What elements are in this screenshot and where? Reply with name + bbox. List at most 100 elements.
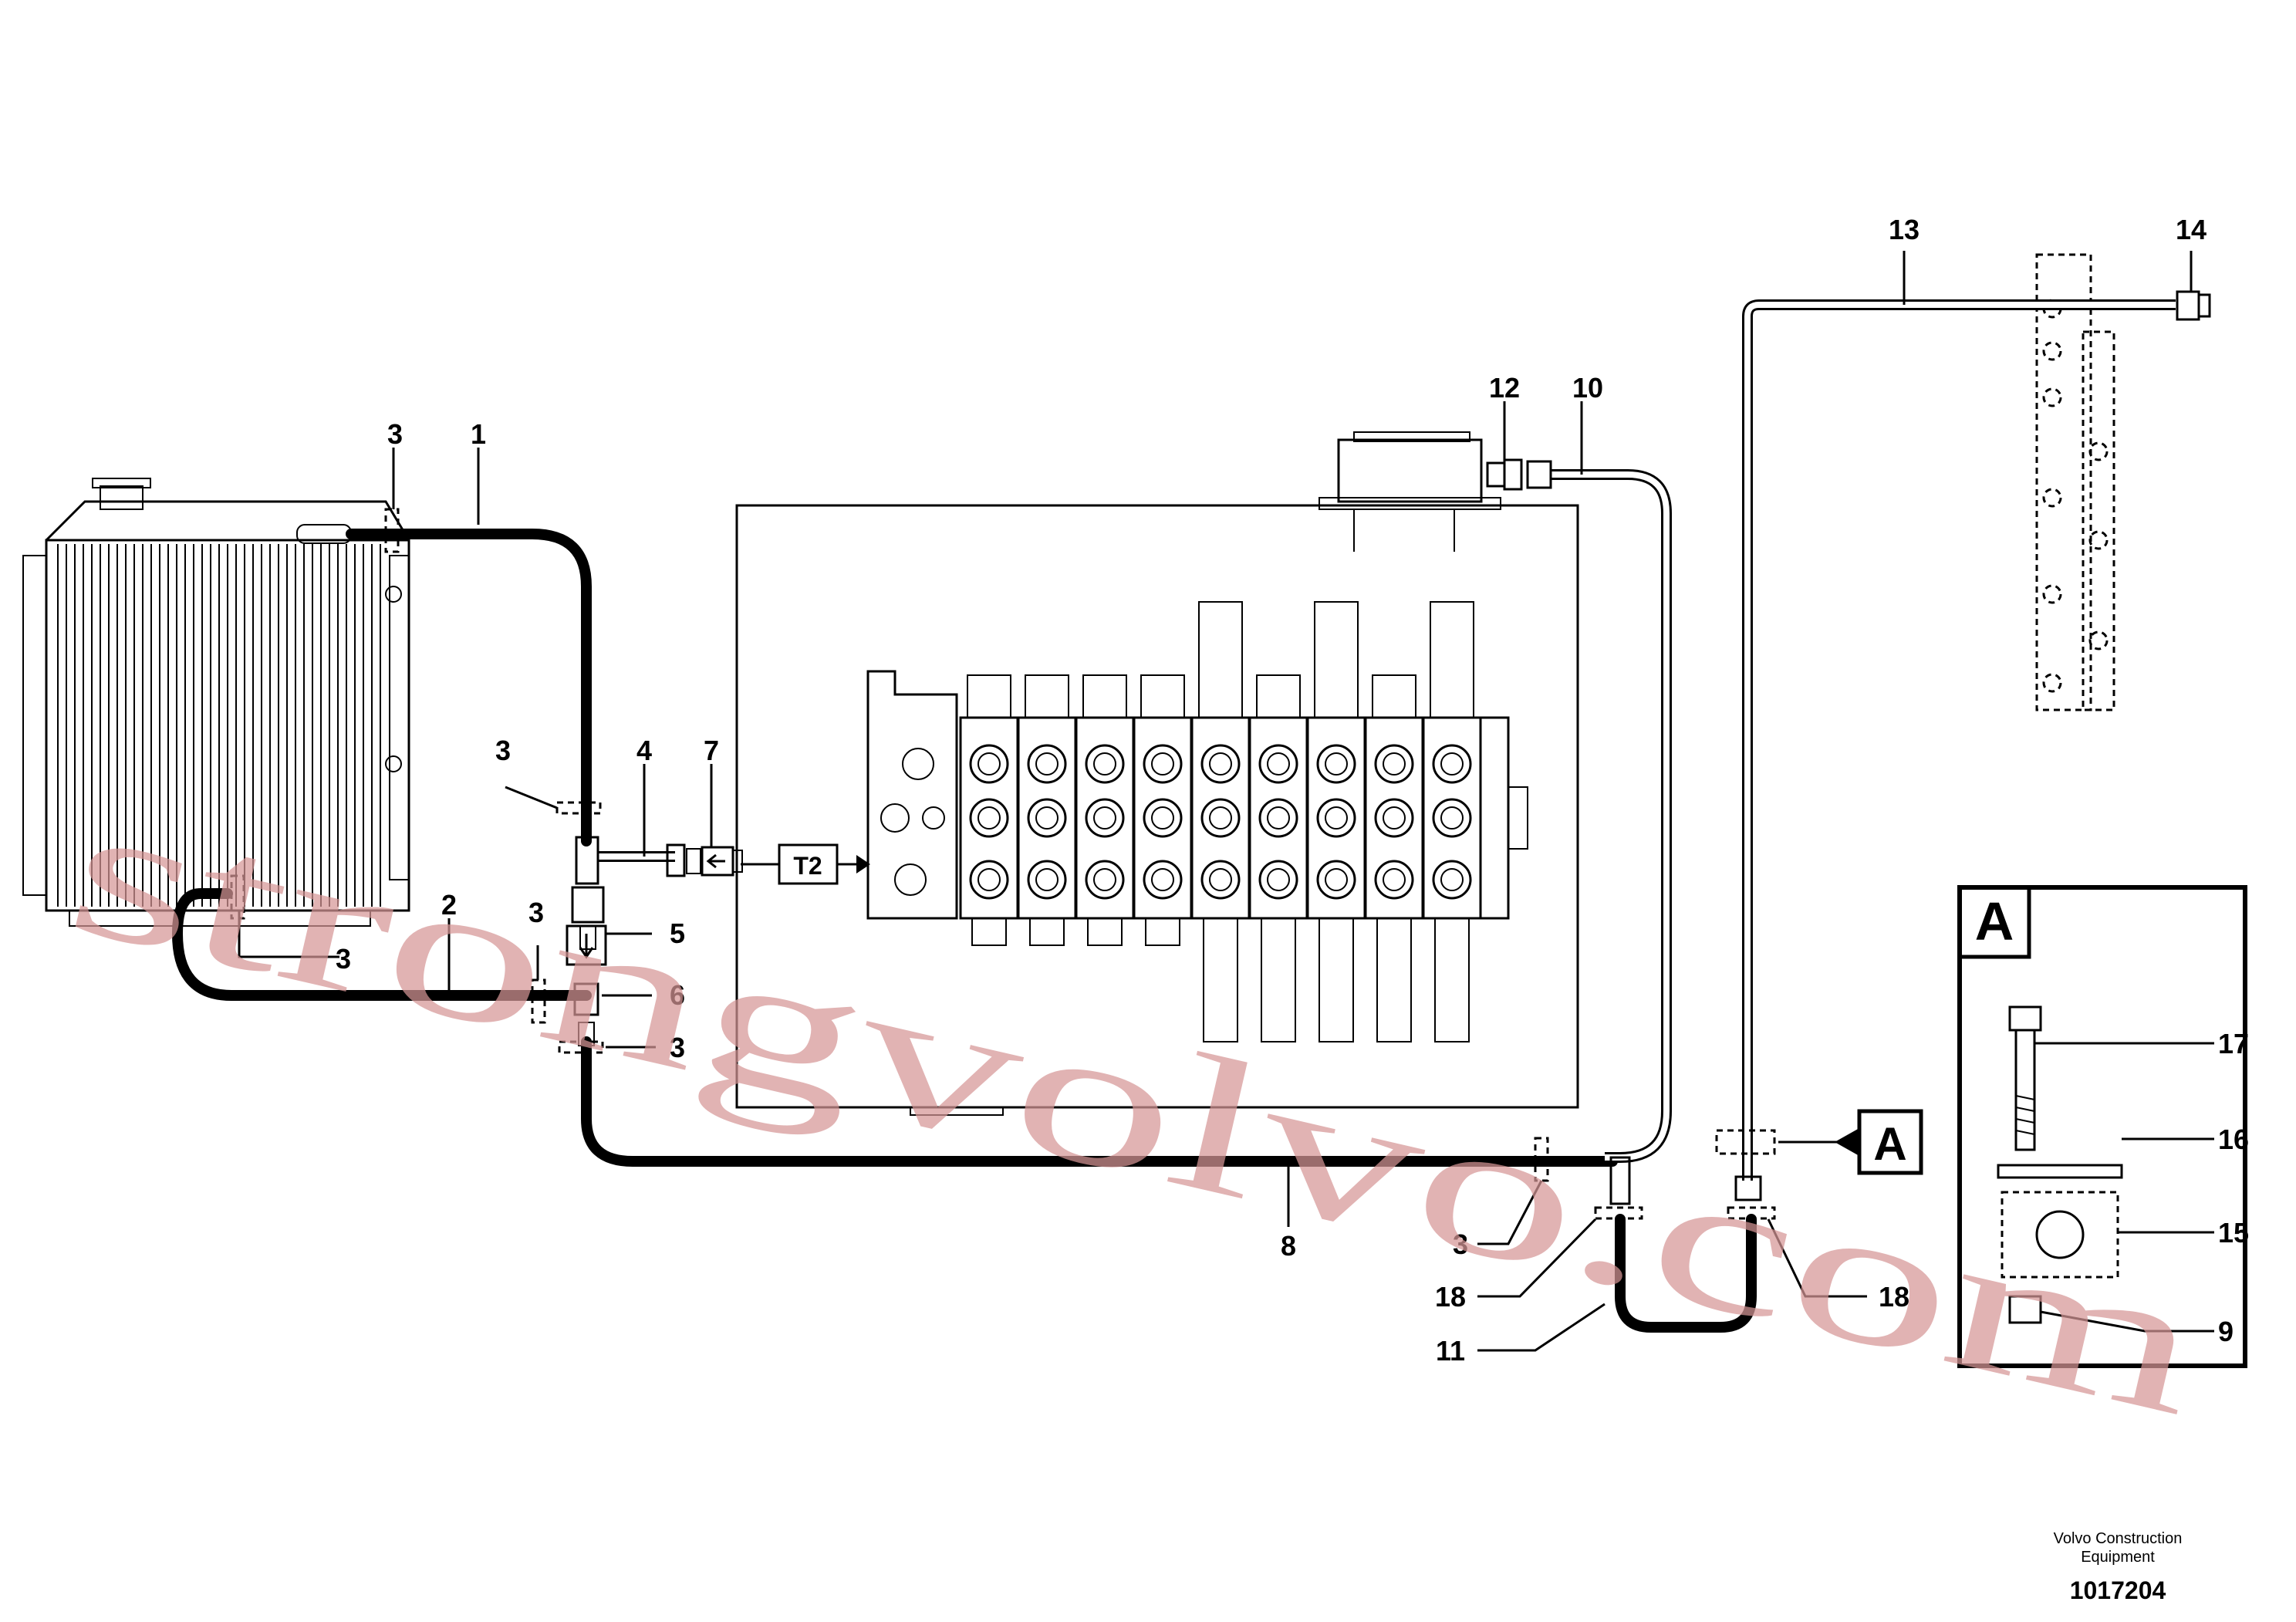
valve-port — [1085, 744, 1125, 784]
callout-1: 1 — [471, 418, 486, 450]
valve-sections — [959, 601, 1482, 1042]
valve-port — [969, 798, 1009, 838]
callout-10: 10 — [1572, 372, 1603, 404]
valve-port — [1374, 798, 1414, 838]
valve-port-inner — [1383, 868, 1406, 891]
hoses — [172, 529, 1757, 1333]
valve-port-inner — [1209, 752, 1232, 776]
callout-13: 13 — [1889, 214, 1920, 245]
part-number: 1017204 — [2070, 1576, 2166, 1604]
valve-cap — [1430, 601, 1474, 718]
bar-hole — [2042, 488, 2062, 508]
valve-section — [1133, 716, 1193, 920]
valve-port-inner — [1325, 868, 1348, 891]
valve-port — [1200, 744, 1241, 784]
valve-port-inner — [1267, 868, 1290, 891]
control-valve — [866, 601, 1528, 1042]
valve-cap — [1082, 674, 1127, 718]
callout-9: 9 — [2218, 1316, 2234, 1347]
callout-8: 8 — [1281, 1230, 1296, 1262]
valve-section — [1190, 716, 1251, 920]
view-a-pointer: A — [1778, 1109, 1923, 1175]
valve-port — [1258, 860, 1298, 900]
bar-hole — [2088, 530, 2109, 550]
valve-section — [1075, 716, 1135, 920]
valve-port — [1143, 744, 1183, 784]
valve-port — [1085, 798, 1125, 838]
valve-port-inner — [1440, 806, 1464, 830]
valve-spool-end — [1434, 917, 1470, 1042]
bar-hole — [2042, 673, 2062, 693]
valve-port-inner — [1383, 806, 1406, 830]
valve-port-inner — [1093, 868, 1116, 891]
valve-port — [1200, 860, 1241, 900]
valve-spool-end — [1319, 917, 1354, 1042]
callout-15: 15 — [2218, 1217, 2249, 1249]
valve-port — [1085, 860, 1125, 900]
valve-port — [969, 860, 1009, 900]
footer: Volvo Construction Equipment 1017204 — [2054, 1530, 2183, 1604]
valve-port — [1200, 798, 1241, 838]
brand-line1: Volvo Construction — [2054, 1530, 2183, 1547]
callout-11: 11 — [1436, 1335, 1465, 1367]
valve-port-inner — [1209, 868, 1232, 891]
callout-3d: 3 — [336, 943, 351, 975]
brand-line2: Equipment — [2081, 1549, 2155, 1566]
valve-port-inner — [1093, 752, 1116, 776]
tee-6 — [573, 982, 599, 1016]
callout-numbers: 3 1 3 4 7 2 3 3 5 6 3 12 10 13 14 8 3 18… — [336, 214, 2249, 1367]
valve-port — [1316, 744, 1356, 784]
fittings — [566, 290, 2211, 1205]
callout-7: 7 — [704, 735, 719, 766]
valve-port-inner — [1093, 806, 1116, 830]
valve-port — [1027, 744, 1067, 784]
valve-cap — [1314, 601, 1359, 718]
callout-14: 14 — [2176, 214, 2207, 245]
detail-view-a: A — [1957, 885, 2247, 1368]
mounting-bar — [2035, 253, 2115, 711]
valve-port-inner — [1151, 868, 1174, 891]
valve-port-inner — [1440, 868, 1464, 891]
tank-breather — [1319, 431, 1501, 552]
valve-port-inner — [1325, 806, 1348, 830]
callout-6: 6 — [670, 979, 685, 1011]
valve-port-inner — [1267, 752, 1290, 776]
valve-port-inner — [1035, 806, 1059, 830]
valve-port — [1258, 744, 1298, 784]
bar-hole — [2042, 341, 2062, 361]
valve-port — [1432, 798, 1472, 838]
valve-spool-end — [1029, 917, 1065, 946]
pipes — [598, 299, 2176, 1181]
valve-port-inner — [1267, 806, 1290, 830]
valve-port — [1143, 798, 1183, 838]
callout-5: 5 — [670, 917, 685, 949]
detail-a-label: A — [1975, 891, 2014, 951]
valve-section — [1364, 716, 1424, 920]
valve-port — [969, 744, 1009, 784]
valve-port-inner — [1151, 752, 1174, 776]
callout-4: 4 — [636, 735, 652, 766]
tank-outline — [735, 504, 1579, 1116]
valve-cap — [1198, 601, 1243, 718]
valve-port-inner — [1325, 752, 1348, 776]
valve-port-inner — [1035, 752, 1059, 776]
valve-cap — [1256, 674, 1301, 718]
valve-port-inner — [977, 868, 1001, 891]
callout-16: 16 — [2218, 1124, 2249, 1155]
watermark: strongvolvo.com — [52, 759, 2220, 1457]
valve-spool-end — [1087, 917, 1123, 946]
valve-section — [1017, 716, 1077, 920]
valve-section — [959, 716, 1019, 920]
callout-18a: 18 — [1435, 1281, 1466, 1313]
callout-2: 2 — [441, 889, 457, 921]
view-a-label: A — [1873, 1118, 1906, 1170]
valve-cap — [1025, 674, 1069, 718]
callout-17: 17 — [2218, 1028, 2249, 1059]
valve-port-inner — [1440, 752, 1464, 776]
valve-port — [1143, 860, 1183, 900]
callout-12: 12 — [1489, 372, 1520, 404]
valve-port — [1432, 744, 1472, 784]
valve-port-inner — [977, 752, 1001, 776]
valve-cap — [967, 674, 1011, 718]
